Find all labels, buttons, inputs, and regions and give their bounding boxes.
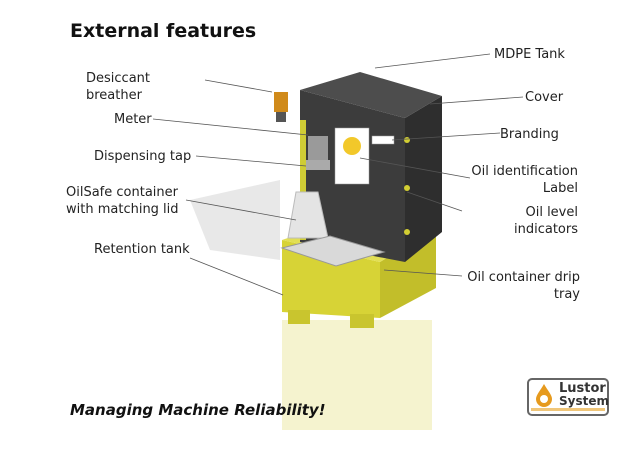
retention-tank-side [380, 228, 436, 318]
footer-slogan: Managing Machine Reliability! [70, 401, 326, 419]
oilsafe-container-label: OilSafe container with matching lid [66, 185, 179, 217]
tap-body [306, 160, 330, 170]
level-indicator [404, 229, 410, 235]
logo-line1: Lustor [559, 381, 606, 396]
desiccant-breather [274, 92, 288, 112]
trim [300, 120, 306, 240]
floor-shadow [190, 180, 280, 260]
drip-tray-label: Oil container drip tray [467, 270, 580, 302]
meter-body [308, 136, 328, 162]
reflection [282, 320, 432, 430]
oil-identification-label: Oil identification Label [471, 164, 578, 196]
logo-line2: System [559, 394, 609, 408]
oil-level-indicators-label: Oil level indicators [514, 205, 578, 237]
tank-foot [350, 314, 374, 328]
page-title: External features [70, 20, 257, 42]
cover-top [300, 72, 442, 118]
cover-label: Cover [525, 90, 564, 105]
mdpe-tank-label: MDPE Tank [494, 47, 565, 62]
logo-underline [531, 408, 605, 411]
level-indicator [404, 137, 410, 143]
level-indicator [404, 185, 410, 191]
retention-tank-label: Retention tank [94, 242, 190, 257]
dispensing-tap-label: Dispensing tap [94, 149, 192, 164]
drip-tray [280, 235, 386, 267]
oil-drop-icon [536, 384, 552, 407]
lustor-system-logo: Lustor System [527, 378, 609, 416]
oil-color-dot [343, 137, 361, 155]
breather-cap [276, 112, 286, 122]
branding-label: Branding [500, 127, 559, 142]
tank-foot [288, 310, 310, 324]
desiccant-breather-label: Desiccant breather [86, 71, 150, 103]
meter-label: Meter [114, 112, 152, 127]
